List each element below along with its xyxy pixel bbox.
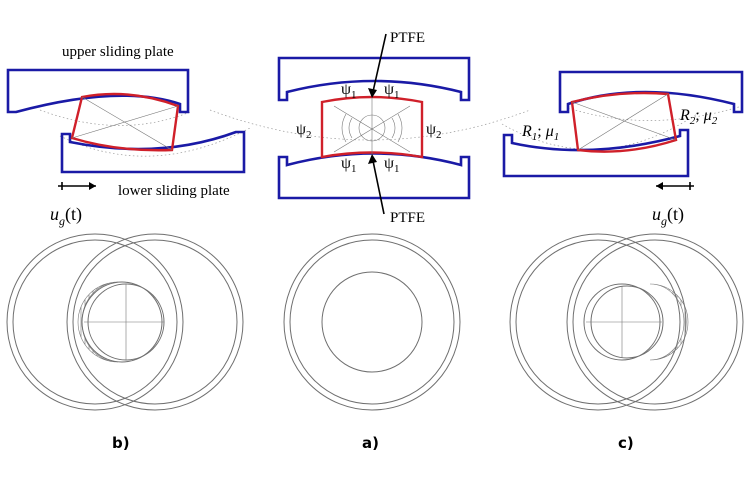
panel-label-a: a) (362, 434, 379, 452)
psi1-label: ψ1 (341, 81, 357, 101)
slider-diagonals (571, 93, 677, 151)
psi2-label: ψ2 (296, 121, 312, 141)
panel-c-section: R1; μ1 R2; μ2 ug(t) (501, 70, 744, 228)
plan-ring-outer (6, 233, 184, 411)
ground-displacement-label-c: ug(t) (652, 204, 684, 228)
plan-view-b (6, 233, 244, 411)
arrow-head (89, 182, 96, 190)
r1-mu1-label: R1; μ1 (521, 123, 559, 143)
upper-sliding-plate-b (6, 68, 190, 114)
slider-diagonals (71, 96, 179, 151)
plan-view-c (509, 233, 744, 411)
psi1-label: ψ1 (384, 81, 400, 101)
r2-mu2-label: R2; μ2 (679, 107, 718, 127)
ptfe-arrow-bottom (371, 155, 385, 215)
ptfe-label-top: PTFE (390, 30, 425, 46)
plan-ring-outer (66, 233, 244, 411)
contact-overlap-hatch (649, 283, 689, 361)
plan-view-a (283, 233, 461, 411)
slider-diagonals (333, 96, 411, 160)
plan-ring-outer (566, 233, 744, 411)
plan-ring-inner (72, 239, 238, 405)
arrow-head (368, 88, 377, 98)
articulated-slider-a (320, 95, 424, 159)
lower-sliding-plate-c (502, 128, 690, 178)
plan-ring-outer (283, 233, 461, 411)
psi1-label: ψ1 (341, 155, 357, 175)
radius-guide (39, 109, 191, 126)
panel-label-c: c) (618, 434, 634, 452)
radius-guide (209, 109, 531, 141)
upper-sliding-plate-a (277, 56, 471, 102)
panel-label-b: b) (112, 434, 130, 452)
ptfe-label-bottom: PTFE (390, 210, 425, 226)
plan-ring-inner (515, 239, 681, 405)
arrow-head (368, 154, 377, 164)
lower-plate-label: lower sliding plate (118, 183, 230, 199)
panel-a-section: PTFE PTFE ψ1 ψ1 ψ1 ψ1 ψ2 ψ2 (209, 30, 531, 226)
radius-guide (567, 105, 743, 121)
ground-displacement-label-b: ug(t) (50, 204, 82, 228)
plan-ring-inner (572, 239, 738, 405)
upper-plate-label: upper sliding plate (62, 44, 174, 60)
articulated-slider-c (570, 91, 678, 153)
plan-ring-inner (289, 239, 455, 405)
panel-b-section: upper sliding plate lower sliding plate … (6, 44, 251, 228)
lower-sliding-plate-b (60, 130, 246, 174)
plan-ring-inner (12, 239, 178, 405)
ptfe-arrow-top (371, 33, 387, 97)
slider-footprint (321, 271, 423, 373)
psi1-label: ψ1 (384, 155, 400, 175)
psi2-label: ψ2 (426, 121, 442, 141)
joint-arcs (341, 113, 403, 143)
arrow-head (656, 182, 663, 190)
